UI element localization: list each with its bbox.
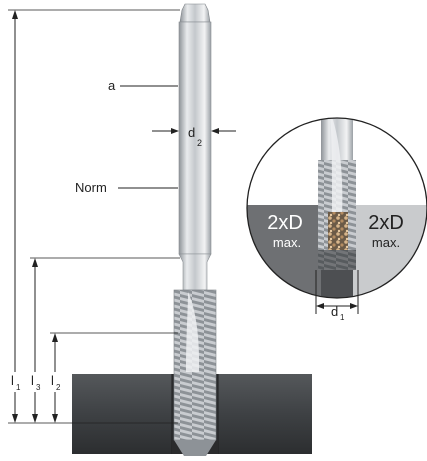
detail-left-unit: max.: [273, 235, 301, 250]
detail-right-unit: max.: [372, 235, 400, 250]
detail-view: [246, 117, 427, 299]
dimension-l3: [32, 258, 38, 423]
label-d2: d: [188, 125, 195, 140]
detail-left-value: 2xD: [267, 212, 303, 234]
detail-right-value: 2xD: [368, 212, 404, 234]
dimension-d2: [152, 128, 236, 134]
label-norm: Norm: [75, 180, 107, 195]
label-d1: d: [331, 304, 338, 319]
label-l3: l: [31, 373, 34, 388]
label-l1-sub: 1: [16, 383, 21, 392]
label-l1: l: [11, 373, 14, 388]
dimension-l1: [12, 10, 18, 423]
label-a: a: [108, 78, 116, 93]
dimension-d1: [315, 270, 359, 314]
tap-tool: [173, 3, 217, 456]
extension-lines: [8, 9, 180, 424]
label-d1-sub: 1: [340, 313, 345, 322]
label-l2: l: [51, 373, 54, 388]
label-l2-sub: 2: [56, 383, 61, 392]
label-d2-sub: 2: [197, 138, 202, 148]
label-l3-sub: 3: [36, 383, 41, 392]
detail-chip-cluster: [328, 212, 348, 250]
